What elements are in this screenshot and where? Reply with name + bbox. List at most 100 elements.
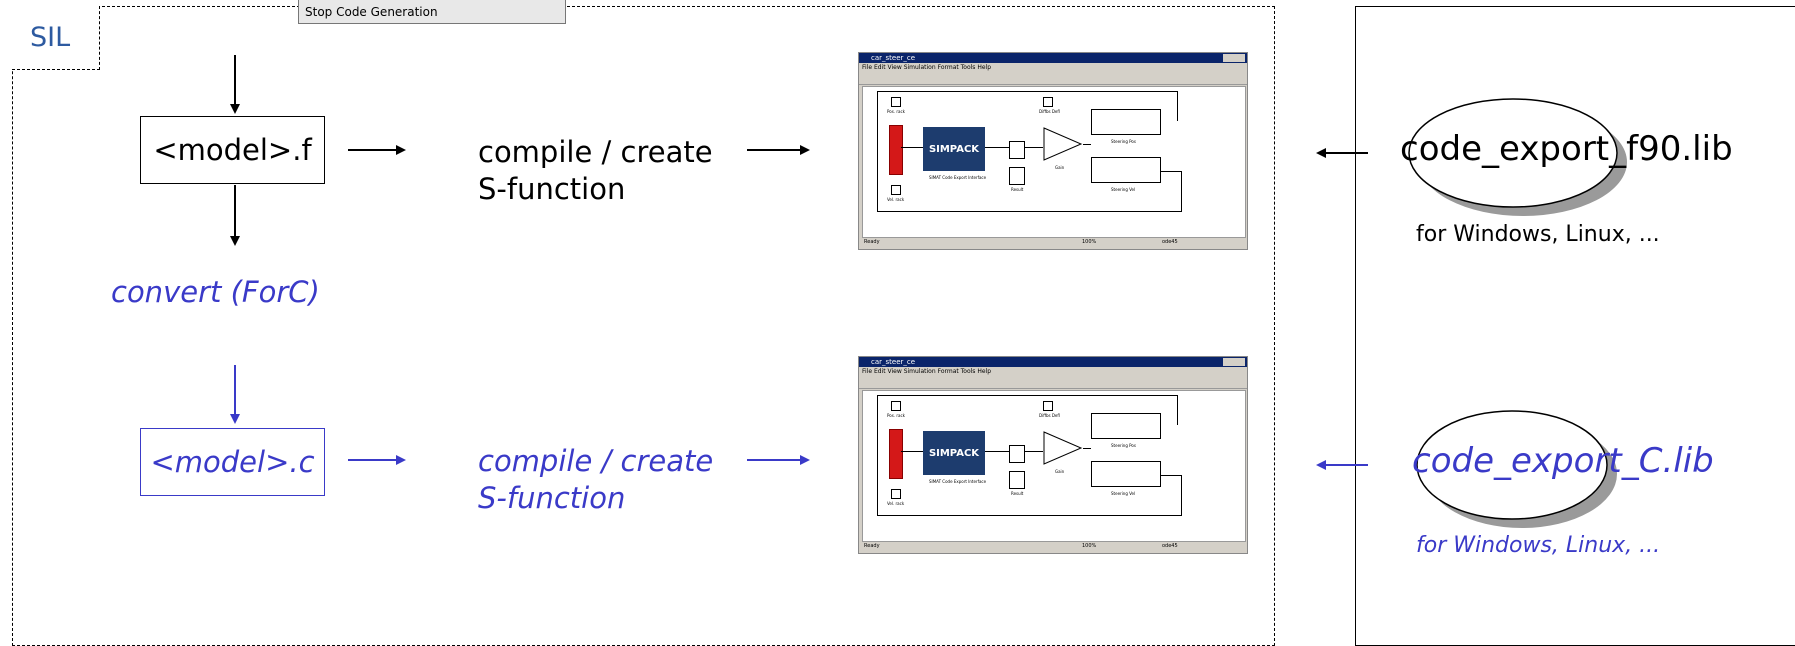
- wire: [877, 211, 1182, 212]
- simpack-block: SIMPACK: [923, 127, 985, 171]
- c-compile-line1: compile / create: [478, 444, 714, 478]
- c-compile-line2: S-function: [478, 481, 626, 515]
- wire: [1025, 147, 1043, 148]
- diffbs-label: Diffbs Defl: [1039, 413, 1060, 418]
- status-solver: ode45: [1162, 239, 1178, 245]
- gain-label: Gain: [1055, 165, 1065, 170]
- simpack-block: SIMPACK: [923, 431, 985, 475]
- window-toolbar: [859, 72, 1247, 85]
- pos-rack-label: Pos. rack: [887, 109, 905, 114]
- wire: [877, 91, 878, 211]
- simpack-interface-label: SIMAT Code Export Interface: [929, 175, 987, 180]
- fortran-model-box: <model>.f: [140, 116, 325, 184]
- simulink-window-c[interactable]: car_steer_ce File Edit View Simulation F…: [858, 356, 1248, 554]
- menu-simulation[interactable]: Simulation: [903, 368, 936, 375]
- pos-rack-label: Pos. rack: [887, 413, 905, 418]
- menu-help[interactable]: Help: [977, 64, 992, 71]
- menu-view[interactable]: View: [887, 368, 902, 375]
- window-menubar: File Edit View Simulation Format Tools H…: [859, 367, 1247, 376]
- wire: [877, 395, 878, 515]
- window-controls-icon[interactable]: [1223, 358, 1245, 366]
- fortran-compile-text: compile / create S-function: [478, 134, 713, 208]
- f90-lib-platforms: for Windows, Linux, ...: [1416, 222, 1660, 247]
- fortran-model-label: <model>.f: [153, 133, 312, 167]
- wire: [1181, 475, 1182, 515]
- diffbs-label: Diffbs Defl: [1039, 109, 1060, 114]
- sil-label: SIL: [30, 22, 71, 53]
- simpack-interface-label: SIMAT Code Export Interface: [929, 479, 987, 484]
- c-model-box: <model>.c: [140, 428, 325, 496]
- wire: [985, 451, 1009, 452]
- window-titlebar: car_steer_ce: [859, 357, 1247, 367]
- vel-rack-label: Vel. rack: [887, 197, 905, 202]
- steering-pos-label: Steering Pos: [1111, 139, 1136, 144]
- c-lib-platforms: for Windows, Linux, ...: [1416, 533, 1661, 558]
- menu-edit[interactable]: Edit: [873, 368, 886, 375]
- c-lib-ellipse: [1416, 410, 1608, 520]
- scope-block-diffbs: [1043, 97, 1053, 107]
- window-statusbar: Ready 100% ode45: [862, 238, 1244, 247]
- result-block: [1009, 471, 1025, 489]
- demux-block: [1009, 141, 1025, 159]
- connector-layer: [230, 55, 1627, 528]
- sil-tab: [12, 6, 100, 70]
- menu-tools[interactable]: Tools: [960, 64, 976, 71]
- wire: [901, 451, 923, 452]
- mux-block: [889, 429, 903, 479]
- convert-label: convert (ForC): [111, 275, 320, 309]
- fortran-compile-line1: compile / create: [478, 135, 713, 169]
- f90-lib-ellipse: [1408, 98, 1618, 208]
- menu-file[interactable]: File: [862, 368, 873, 375]
- scope-block-diffbs: [1043, 401, 1053, 411]
- menu-edit[interactable]: Edit: [873, 64, 886, 71]
- status-ready: Ready: [864, 239, 880, 245]
- window-titlebar: car_steer_ce: [859, 53, 1247, 63]
- menu-tools[interactable]: Tools: [960, 368, 976, 375]
- simulink-window-fortran[interactable]: car_steer_ce File Edit View Simulation F…: [858, 52, 1248, 250]
- f90-lib-name: code_export_f90.lib: [1400, 129, 1733, 169]
- window-title: car_steer_ce: [871, 358, 916, 366]
- menu-simulation[interactable]: Simulation: [903, 64, 936, 71]
- demux-block: [1009, 445, 1025, 463]
- wire: [1177, 395, 1178, 425]
- window-controls-icon[interactable]: [1223, 54, 1245, 62]
- model-canvas: Pos. rack Vel. rack SIMPACK SIMAT Code E…: [862, 86, 1246, 238]
- gain-label: Gain: [1055, 469, 1065, 474]
- wire: [1083, 144, 1091, 145]
- scope-block-pos: [891, 401, 901, 411]
- menu-help[interactable]: Help: [977, 368, 992, 375]
- scope-block-vel: [891, 185, 901, 195]
- wire: [1025, 451, 1043, 452]
- vel-rack-label: Vel. rack: [887, 501, 905, 506]
- model-canvas: Pos. rack Vel. rack SIMPACK SIMAT Code E…: [862, 390, 1246, 542]
- wire: [877, 515, 1182, 516]
- scope-block-vel: [891, 489, 901, 499]
- status-solver: ode45: [1162, 543, 1178, 549]
- steering-vel-block: [1091, 461, 1161, 487]
- result-label: Result: [1011, 491, 1024, 496]
- c-lib-name: code_export_C.lib: [1412, 441, 1714, 481]
- scope-block-pos: [891, 97, 901, 107]
- menu-format[interactable]: Format: [937, 64, 959, 71]
- wire: [877, 395, 1177, 396]
- steering-pos-block: [1091, 413, 1161, 439]
- wire: [877, 91, 1177, 92]
- menu-file[interactable]: File: [862, 64, 873, 71]
- wire: [1161, 171, 1181, 172]
- c-model-label: <model>.c: [150, 445, 315, 479]
- window-statusbar: Ready 100% ode45: [862, 542, 1244, 551]
- stop-code-generation-button[interactable]: Stop Code Generation: [298, 0, 566, 24]
- wire: [1181, 171, 1182, 211]
- fortran-compile-line2: S-function: [478, 172, 626, 206]
- steering-vel-label: Steering Vel: [1111, 491, 1136, 496]
- wire: [985, 147, 1009, 148]
- steering-vel-label: Steering Vel: [1111, 187, 1136, 192]
- result-label: Result: [1011, 187, 1024, 192]
- steering-pos-block: [1091, 109, 1161, 135]
- status-zoom: 100%: [1082, 543, 1097, 549]
- menu-format[interactable]: Format: [937, 368, 959, 375]
- menu-view[interactable]: View: [887, 64, 902, 71]
- wire: [1083, 448, 1091, 449]
- status-zoom: 100%: [1082, 239, 1097, 245]
- window-toolbar: [859, 376, 1247, 389]
